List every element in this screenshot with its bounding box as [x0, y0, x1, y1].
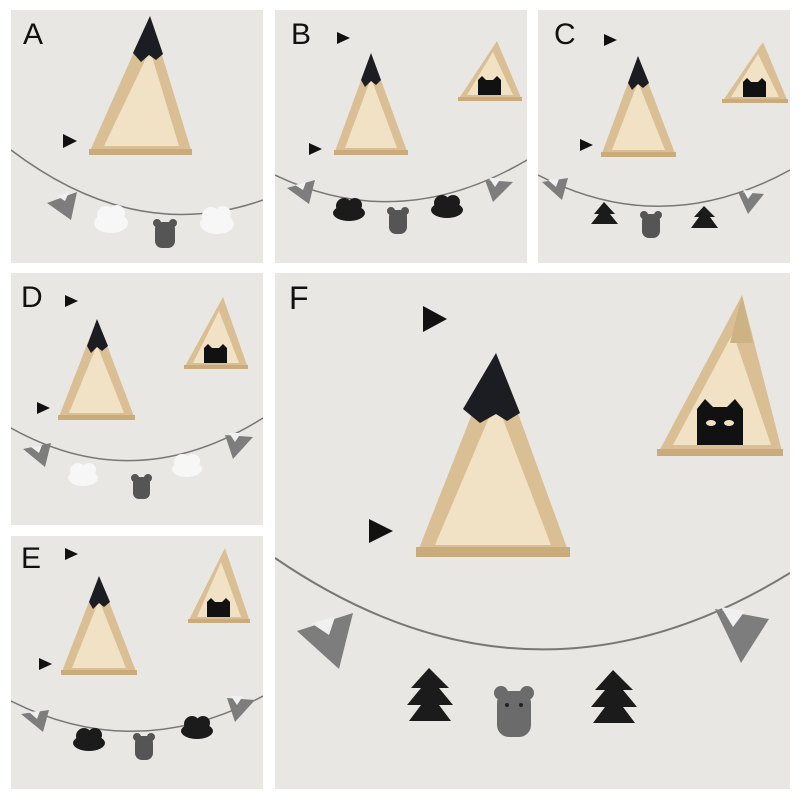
bat-mask-icon [697, 399, 743, 445]
bunting-flag-mountain [225, 433, 253, 459]
bunting-string [538, 169, 790, 208]
mountain-shelf-large [61, 576, 137, 675]
triangle-marker-icon [604, 34, 617, 46]
mountain-shelf-large [58, 319, 135, 420]
bunting-flag-mountain [297, 613, 353, 669]
bunting-flag-bear [640, 211, 662, 238]
photo-b-scene [275, 32, 527, 234]
bunting-flag-mountain [287, 180, 315, 204]
panel-label: E [21, 542, 42, 575]
bunting-flag-bear [494, 686, 534, 737]
bunting-flag-tree-black [591, 670, 637, 723]
bunting-flag-bear [133, 733, 155, 760]
triangle-marker-icon [369, 519, 393, 543]
bunting-flag-mountain [21, 710, 49, 732]
bunting-flag-bear [153, 219, 177, 248]
photo-panel-f: F [275, 273, 790, 789]
bunting-flag-cloud-black [181, 716, 213, 739]
mountain-shelf-small [657, 295, 783, 456]
mountain-shelf-small [722, 42, 788, 103]
bunting-flag-mountain [715, 607, 769, 663]
bunting-string [11, 695, 263, 733]
bat-mask-icon [743, 78, 766, 97]
bunting-flag-cloud-black [333, 198, 365, 221]
panel-label: F [289, 280, 309, 316]
bunting-flag-mountain [227, 696, 255, 722]
triangle-marker-icon [337, 32, 350, 44]
mountain-shelf-large [89, 16, 192, 155]
triangle-marker-icon [65, 295, 78, 307]
bunting-flag-tree-black [591, 202, 618, 224]
bat-mask-icon [204, 344, 227, 363]
bunting-flag-tree-black [691, 206, 718, 228]
bunting-flag-cloud-black [431, 195, 463, 218]
bunting-flag-bear [387, 207, 409, 234]
photo-panel-c: C [538, 10, 790, 263]
bunting-flag-mountain [23, 443, 51, 467]
photo-panel-b: B [275, 10, 527, 263]
photo-c-scene [538, 34, 790, 238]
photo-e-scene [11, 548, 263, 760]
mountain-shelf-large [601, 56, 676, 157]
photo-panel-a: A [11, 10, 263, 263]
bat-mask-icon [207, 598, 230, 617]
bunting-flag-cloud-white [94, 205, 128, 233]
bunting-flag-cloud-white [172, 454, 202, 477]
bat-mask-icon [478, 76, 501, 95]
bunting-flag-tree-black [407, 668, 453, 721]
mountain-shelf-large [416, 353, 570, 557]
triangle-marker-icon [39, 658, 52, 670]
photo-panel-e: E [11, 536, 263, 789]
mountain-shelf-small [188, 548, 250, 623]
bunting-string [11, 149, 263, 216]
photo-f-scene [275, 295, 790, 737]
triangle-marker-icon [580, 139, 593, 151]
triangle-marker-icon [65, 548, 78, 560]
bunting-flag-cloud-black [73, 728, 105, 751]
photo-panel-d: D [11, 273, 263, 525]
photo-a-scene [11, 16, 263, 248]
bunting-flag-mountain [542, 178, 568, 200]
mountain-shelf-large [334, 53, 408, 155]
mountain-shelf-small [458, 41, 522, 101]
bunting-flag-mountain [738, 190, 764, 214]
bunting-flag-cloud-white [68, 463, 98, 486]
panel-label: D [21, 281, 43, 314]
triangle-marker-icon [63, 134, 77, 148]
photo-d-scene [11, 295, 263, 499]
bunting-flag-mountain [485, 178, 513, 202]
bunting-flag-cloud-white [200, 206, 234, 234]
bunting-flag-bear [131, 474, 152, 499]
triangle-marker-icon [423, 306, 447, 332]
panel-label: A [23, 18, 44, 51]
bunting-string [275, 557, 790, 651]
triangle-marker-icon [37, 402, 50, 414]
triangle-marker-icon [309, 143, 322, 155]
panel-label: B [291, 18, 312, 51]
mountain-shelf-small [184, 297, 248, 369]
bunting-string [11, 417, 263, 462]
bunting-flag-mountain [47, 192, 77, 220]
panel-label: C [554, 18, 576, 51]
